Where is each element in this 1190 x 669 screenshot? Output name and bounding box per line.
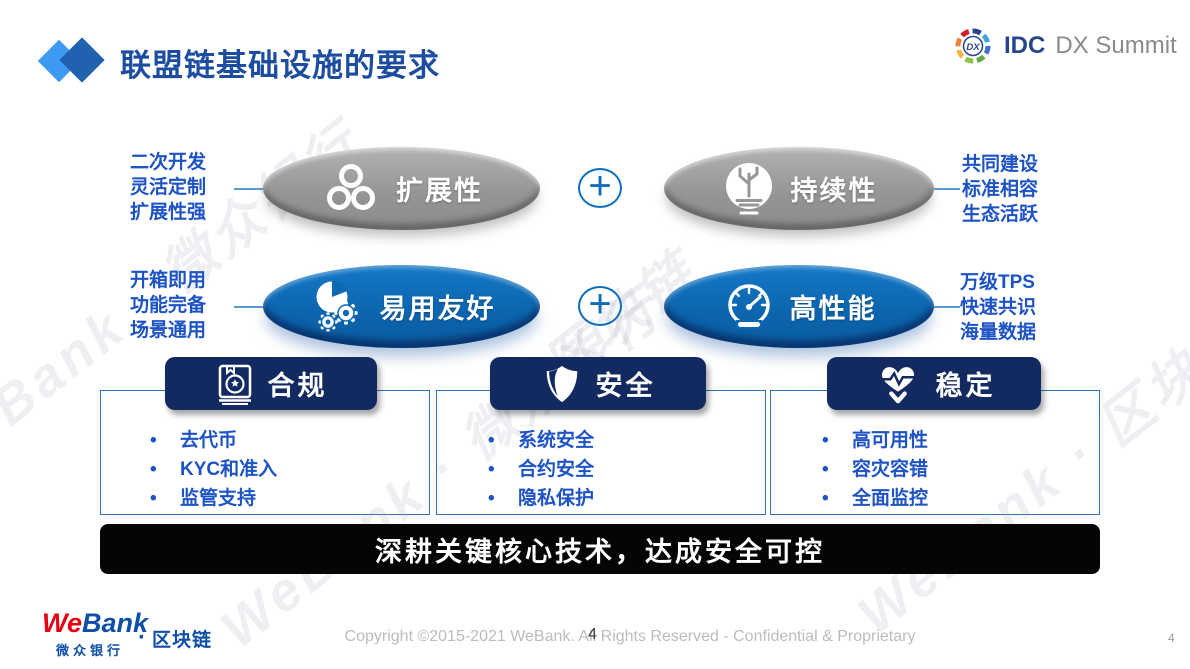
plus-icon: + [578, 284, 622, 326]
connector-line [934, 188, 960, 190]
bullet-item: 隐私保护 [478, 484, 594, 513]
feature-ellipse-label: 持续性 [790, 176, 878, 206]
compliance-book-icon [218, 364, 251, 405]
bullet-item: 全面监控 [812, 484, 928, 513]
page-title: 联盟链基础设施的要求 [120, 48, 440, 83]
title-diamond-dark [59, 37, 105, 83]
idc-brand-label: IDC [1004, 32, 1046, 59]
side-label-line: 快速共识 [960, 297, 1037, 318]
webank-blockchain-unit: · 区块链 [138, 624, 212, 652]
side-label-line: 扩展性强 [129, 202, 206, 223]
side-label-line: 海量数据 [960, 322, 1037, 343]
connector-line [234, 188, 266, 190]
pillar-title: 安全 [595, 371, 656, 401]
webank-bank-label: Bank [82, 608, 149, 638]
feature-ellipse-label: 高性能 [789, 294, 877, 324]
pillar-title: 稳定 [935, 371, 996, 401]
page-number-center: 4 [588, 626, 597, 643]
side-label-line: 标准相容 [962, 179, 1039, 200]
shield-icon [546, 365, 577, 402]
pillar-header-compliance: 合规 [165, 357, 377, 410]
pillar-header-stability: 稳定 [827, 357, 1041, 410]
bullet-item: 去代币 [140, 426, 277, 455]
side-label-line: 万级TPS [960, 272, 1035, 293]
feature-ellipse-label: 易用友好 [379, 294, 496, 324]
webank-we-label: We [42, 608, 83, 638]
banner-text: 深耕关键核心技术，达成安全可控 [375, 536, 825, 567]
side-label-line: 共同建设 [962, 154, 1039, 175]
side-label-line: 二次开发 [129, 152, 206, 173]
key-message-banner: 深耕关键核心技术，达成安全可控 [100, 524, 1100, 574]
bullet-item: 合约安全 [478, 455, 594, 484]
feature-ellipse-usability: 易用友好 [263, 265, 540, 348]
feature-ellipse-label: 扩展性 [396, 176, 483, 206]
side-label-line: 生态活跃 [962, 204, 1039, 225]
webank-wordmark: WeBank [42, 608, 148, 639]
side-label-line: 功能完备 [129, 295, 206, 316]
feature-ellipse-sustainability: 持续性 [664, 147, 934, 230]
feature-side-label-usability: 开箱即用 功能完备 场景通用 [118, 268, 218, 343]
separator-dot: · [138, 624, 146, 651]
cluster-icon [327, 163, 375, 210]
idc-dx-summit-logo: DX IDC DX Summit [950, 22, 1177, 70]
speedometer-icon [727, 283, 770, 329]
feature-side-label-sustainability: 共同建设 标准相容 生态活跃 [962, 152, 1066, 227]
pillar-bullet-list-compliance: 去代币 KYC和准入 监管支持 [140, 426, 277, 513]
feature-ellipse-extensibility: 扩展性 [263, 147, 540, 230]
feature-side-label-extensibility: 二次开发 灵活定制 扩展性强 [118, 150, 218, 225]
feature-side-label-performance: 万级TPS 快速共识 海量数据 [960, 270, 1064, 345]
page-number-right: 4 [1168, 631, 1175, 645]
feature-ellipse-performance: 高性能 [664, 265, 934, 348]
pillar-title: 合规 [267, 371, 328, 401]
webank-logo: WeBank 微众银行 [42, 608, 148, 659]
idc-badge-label: DX [966, 42, 980, 53]
connector-line [234, 306, 266, 308]
bullet-item: 系统安全 [478, 426, 594, 455]
bullet-item: 容灾容错 [812, 455, 928, 484]
side-label-line: 灵活定制 [129, 177, 206, 198]
pie-gears-icon [316, 279, 358, 332]
pillar-bullet-list-security: 系统安全 合约安全 隐私保护 [478, 426, 594, 513]
pillar-header-security: 安全 [490, 357, 706, 410]
bullet-item: 高可用性 [812, 426, 928, 455]
side-label-line: 开箱即用 [129, 270, 206, 291]
bullet-item: 监管支持 [140, 484, 277, 513]
connector-line [934, 306, 960, 308]
copyright-text: Copyright ©2015-2021 WeBank. All Rights … [344, 628, 916, 645]
plus-icon: + [578, 166, 622, 208]
heartbeat-icon [880, 366, 915, 403]
side-label-line: 场景通用 [129, 320, 206, 341]
bullet-item: KYC和准入 [140, 455, 277, 484]
pillar-bullet-list-stability: 高可用性 容灾容错 全面监控 [812, 426, 928, 513]
webank-chinese-name: 微众银行 [56, 643, 125, 658]
dx-summit-label: DX Summit [1055, 32, 1177, 59]
ecosystem-tree-icon [725, 162, 772, 214]
idc-ring-icon: DX [955, 28, 991, 64]
blockchain-unit-label: 区块链 [152, 629, 213, 651]
